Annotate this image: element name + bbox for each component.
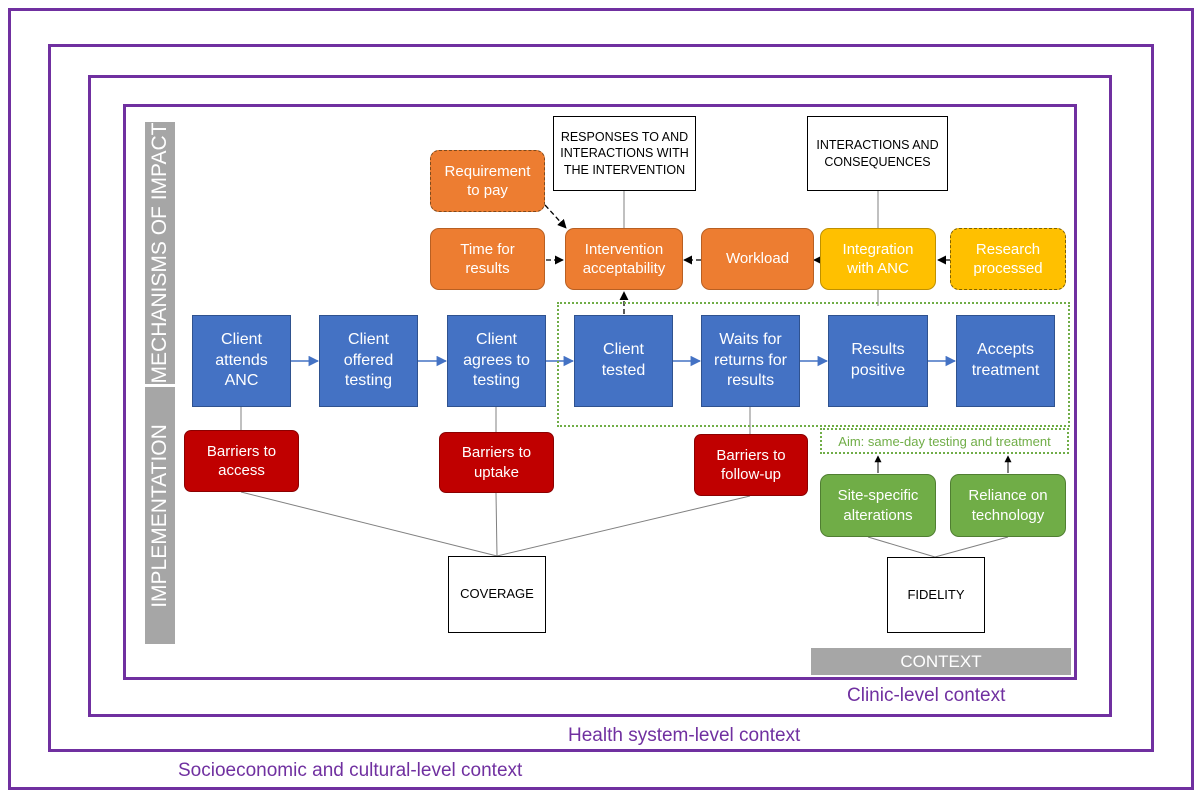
health-system-context-label: Health system-level context — [568, 725, 801, 746]
intervention-frame — [123, 104, 1077, 680]
responses-header-box: RESPONSES TO AND INTERACTIONS WITH THE I… — [553, 116, 696, 191]
interactions-header-box: INTERACTIONS AND CONSEQUENCES — [807, 116, 948, 191]
time-for-results-box: Time for results — [430, 228, 545, 290]
process-step-client-offered-testing: Client offered testing — [319, 315, 418, 407]
aim-label: Aim: same-day testing and treatment — [820, 428, 1069, 454]
coverage-box: COVERAGE — [448, 556, 546, 633]
integration-line-1: Integration — [842, 240, 914, 258]
integration-line-2: with ANC — [847, 260, 909, 277]
same-day-aim-region — [557, 302, 1070, 427]
process-step-client-attends-anc: Client attends ANC — [192, 315, 291, 407]
clinic-context-label: Clinic-level context — [847, 685, 1006, 706]
health-system-context-frame — [48, 44, 1154, 752]
fidelity-box: FIDELITY — [887, 557, 985, 633]
reliance-on-technology-box: Reliance on technology — [950, 474, 1066, 537]
socioeconomic-context-frame — [8, 8, 1194, 790]
research-processed-box: Research processed — [950, 228, 1066, 290]
clinic-context-frame — [88, 75, 1112, 717]
barriers-to-uptake-box: Barriers to uptake — [439, 432, 554, 493]
implementation-side-label: IMPLEMENTATION — [145, 387, 175, 644]
intervention-acceptability-box: Intervention acceptability — [565, 228, 683, 290]
process-step-client-agrees-to-testing: Client agrees to testing — [447, 315, 546, 407]
process-step-results-positive: Results positive — [828, 315, 928, 407]
context-bar: CONTEXT — [811, 648, 1071, 675]
process-step-waits-for-results: Waits for returns for results — [701, 315, 800, 407]
workload-box: Workload — [701, 228, 814, 290]
process-step-accepts-treatment: Accepts treatment — [956, 315, 1055, 407]
site-specific-alterations-box: Site-specific alterations — [820, 474, 936, 537]
socioeconomic-context-label: Socioeconomic and cultural-level context — [178, 760, 523, 781]
requirement-to-pay-box: Requirement to pay — [430, 150, 545, 212]
integration-with-anc-box: Integration with ANC — [820, 228, 936, 290]
barriers-to-follow-up-box: Barriers to follow-up — [694, 434, 808, 496]
barriers-to-access-box: Barriers to access — [184, 430, 299, 492]
process-step-client-tested: Client tested — [574, 315, 673, 407]
mechanisms-side-label: MECHANISMS OF IMPACT — [145, 122, 175, 384]
